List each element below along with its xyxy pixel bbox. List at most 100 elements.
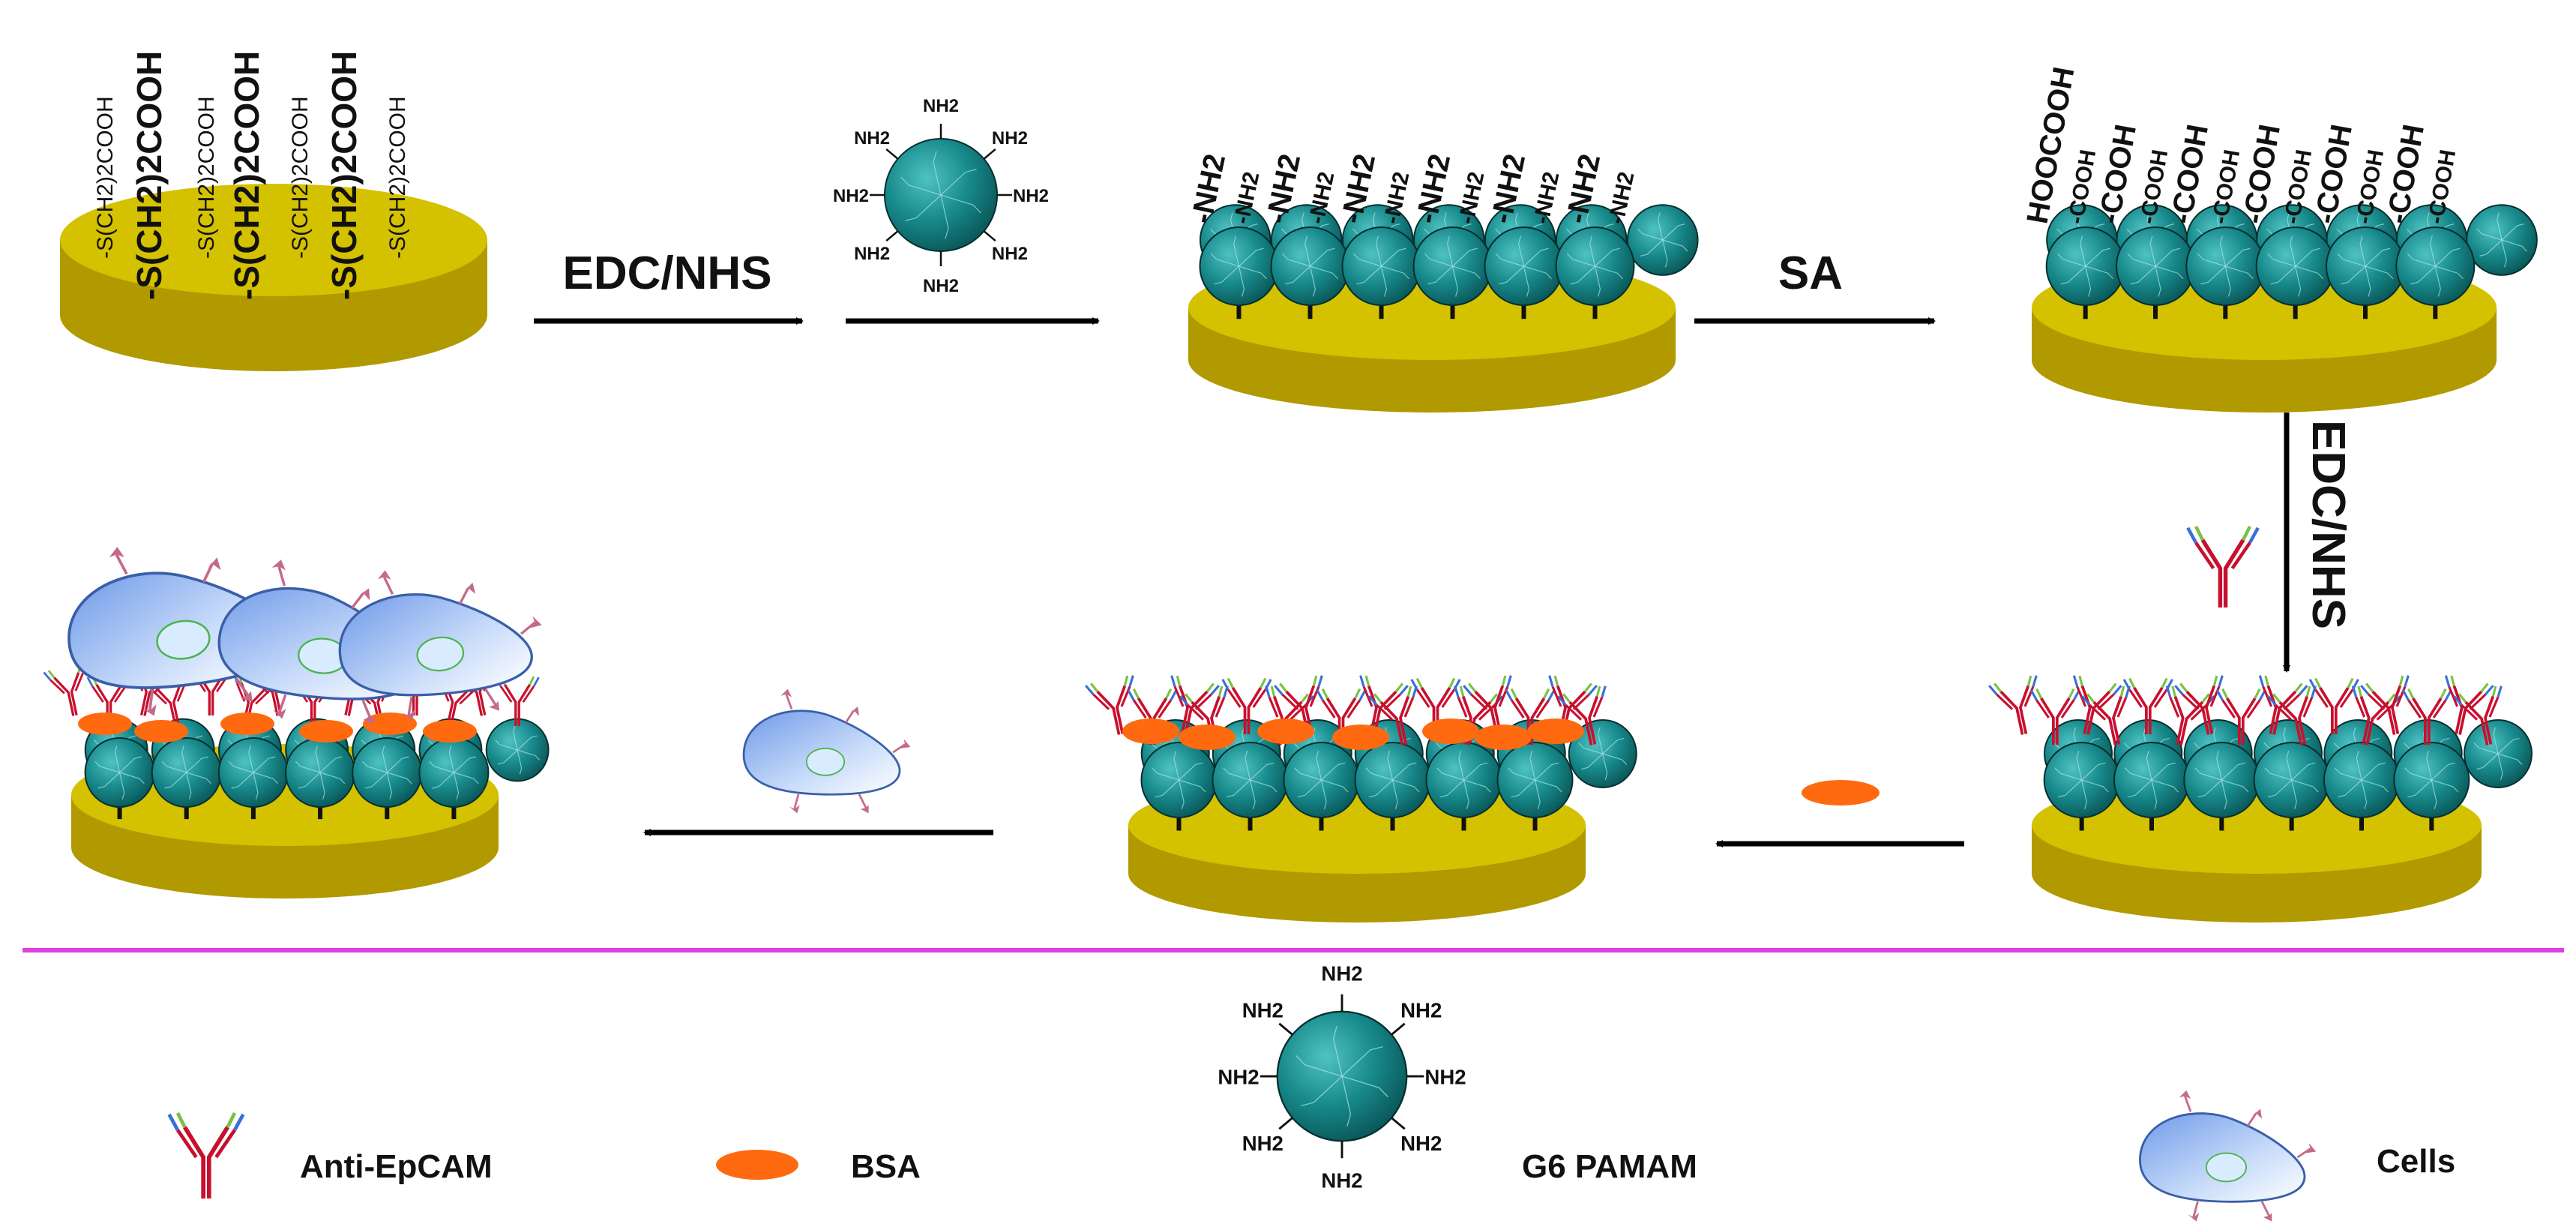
legend-bsa-label: BSA bbox=[851, 1148, 921, 1185]
pamam-sphere bbox=[2253, 742, 2330, 818]
bsa bbox=[1257, 718, 1314, 744]
amine-label: -NH2 bbox=[1379, 170, 1415, 226]
cell-icon bbox=[742, 688, 912, 814]
pamam-sphere bbox=[485, 718, 550, 782]
linker-label: -S(CH2)2COOH bbox=[227, 51, 266, 300]
bsa bbox=[134, 720, 188, 742]
antibody bbox=[1987, 673, 2050, 741]
pamam-sphere bbox=[2323, 742, 2400, 818]
pamam-layer-4 bbox=[2043, 719, 2533, 831]
pamam-sphere bbox=[1496, 742, 1574, 818]
amine-label: NH2 bbox=[833, 186, 869, 206]
legend-bsa-icon bbox=[716, 1150, 798, 1180]
bsa bbox=[299, 720, 353, 742]
carboxyl-labels: HOOCOOH-COOH-COOH-COOH-COOH-COOH-COOH-CO… bbox=[2021, 64, 2461, 226]
pamam-sphere bbox=[418, 737, 490, 808]
amine-label: NH2 bbox=[923, 96, 959, 116]
amine-label: -NH2 bbox=[1529, 170, 1565, 226]
pamam-sphere bbox=[1270, 226, 1350, 306]
pamam-sphere bbox=[2185, 226, 2266, 306]
pamam-layer-2 bbox=[1199, 204, 1699, 320]
legend-antibody-icon bbox=[169, 1113, 244, 1198]
pamam-core bbox=[884, 138, 998, 252]
pamam-sphere bbox=[1425, 742, 1502, 818]
amine-label: NH2 bbox=[992, 128, 1028, 148]
arrow-step-sa: SA bbox=[1694, 248, 1936, 325]
linker-label: -S(CH2)2COOH bbox=[385, 96, 410, 259]
pamam-sphere bbox=[1626, 204, 1699, 276]
pamam-sphere bbox=[151, 737, 222, 808]
pamam-sphere bbox=[2393, 742, 2470, 818]
bsa bbox=[220, 712, 274, 735]
arrow-step-1: EDC/NHS bbox=[534, 248, 804, 325]
pamam-sphere bbox=[84, 737, 155, 808]
legend: Anti-EpCAM BSA NH2NH2NH2NH2NH2NH2NH2NH2 … bbox=[169, 962, 2455, 1223]
legend-pamam-label: G6 PAMAM bbox=[1522, 1148, 1697, 1185]
linker-label: -S(CH2)2COOH bbox=[325, 51, 364, 300]
pamam-sphere bbox=[2255, 226, 2335, 306]
amine-label: NH2 bbox=[1218, 1065, 1259, 1088]
amine-label: NH2 bbox=[1400, 999, 1442, 1022]
step-label-sa: SA bbox=[1778, 248, 1843, 299]
bsa bbox=[1475, 724, 1532, 750]
pamam-sphere bbox=[2464, 719, 2533, 788]
pamam-layer-3 bbox=[2045, 204, 2538, 320]
amine-label: NH2 bbox=[1242, 1132, 1284, 1155]
pamam-sphere bbox=[2395, 226, 2476, 306]
pamam-core bbox=[1276, 1010, 1408, 1142]
pamam-sphere bbox=[285, 737, 356, 808]
pamam-sphere bbox=[1354, 742, 1431, 818]
pamam-sphere bbox=[1484, 226, 1564, 306]
amine-label: NH2 bbox=[1400, 1132, 1442, 1155]
amine-label: NH2 bbox=[854, 128, 890, 148]
linker-label: -S(CH2)2COOH bbox=[288, 96, 313, 259]
arrow-step-cells bbox=[643, 688, 993, 836]
disk1-linker-labels: -S(CH2)2COOH -S(CH2)2COOH -S(CH2)2COOH -S(C… bbox=[93, 51, 410, 300]
bsa bbox=[1179, 724, 1236, 750]
linker-label: -S(CH2)2COOH bbox=[130, 51, 169, 300]
bsa bbox=[423, 720, 477, 742]
pamam-sphere bbox=[2326, 226, 2405, 306]
bsa-layer-6 bbox=[78, 712, 477, 742]
amine-label: NH2 bbox=[1321, 1168, 1362, 1192]
pamam-sphere bbox=[2045, 226, 2125, 306]
bsa-icon bbox=[1802, 780, 1880, 806]
legend-cell-icon bbox=[2139, 1089, 2317, 1223]
bsa bbox=[1122, 718, 1179, 744]
bsa bbox=[78, 712, 132, 735]
pamam-sphere bbox=[1341, 226, 1421, 306]
amine-label: NH2 bbox=[1424, 1065, 1466, 1088]
pamam-sphere bbox=[2183, 742, 2260, 818]
pamam-sphere bbox=[217, 737, 289, 808]
pamam-sphere bbox=[1199, 226, 1279, 306]
arrow-step-bsa bbox=[1715, 780, 1964, 848]
bsa bbox=[1332, 724, 1389, 750]
bsa-layer-5 bbox=[1122, 718, 1584, 750]
legend-cells-label: Cells bbox=[2377, 1143, 2455, 1180]
pamam-sphere bbox=[2116, 226, 2195, 306]
pamam-sphere bbox=[1412, 226, 1493, 306]
pamam-sphere bbox=[352, 737, 423, 808]
legend-antibody-label: Anti-EpCAM bbox=[300, 1148, 493, 1185]
pamam-sphere bbox=[1140, 742, 1218, 818]
pamam-sphere bbox=[1568, 719, 1637, 788]
amine-label: NH2 bbox=[854, 244, 890, 264]
step-label-edc-nhs-2: EDC/NHS bbox=[2302, 420, 2354, 629]
bsa bbox=[1527, 718, 1584, 744]
amine-label: NH2 bbox=[992, 244, 1028, 264]
linker-label: -S(CH2)2COOH bbox=[194, 96, 219, 259]
arrow-step-edc-nhs-2: EDC/NHS bbox=[2188, 412, 2354, 673]
amine-label: NH2 bbox=[1321, 962, 1362, 985]
pamam-sphere bbox=[2113, 742, 2190, 818]
amine-label: NH2 bbox=[923, 276, 959, 296]
bsa bbox=[1422, 718, 1479, 744]
amine-labels: -NH2-NH2-NH2-NH2-NH2-NH2-NH2-NH2-NH2-NH2… bbox=[1185, 151, 1640, 226]
amine-label: NH2 bbox=[1242, 999, 1284, 1022]
pamam-sphere bbox=[2043, 742, 2120, 818]
amine-label: -NH2 bbox=[1604, 170, 1640, 226]
pamam-layer-6 bbox=[84, 718, 550, 820]
linker-label: -S(CH2)2COOH bbox=[93, 96, 118, 259]
pamam-sphere bbox=[1555, 226, 1635, 306]
